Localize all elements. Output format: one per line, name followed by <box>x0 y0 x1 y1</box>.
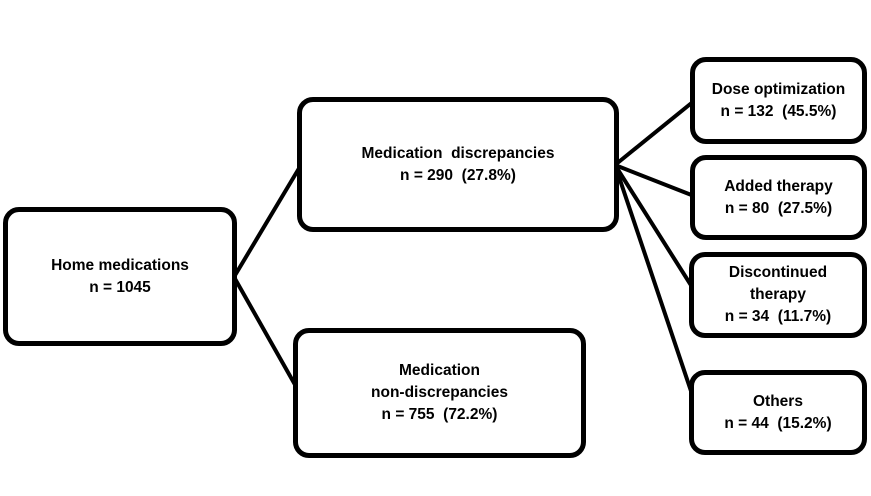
node-medication-non-discrepancies: Medication non-discrepancies n = 755 (72… <box>293 328 586 458</box>
node-medication-discrepancies: Medication discrepancies n = 290 (27.8%) <box>297 97 619 232</box>
node-discontinued-therapy: Discontinued therapy n = 34 (11.7%) <box>689 252 867 338</box>
edge-discrepancies-to-discontinued-therapy <box>613 163 696 292</box>
node-others: Others n = 44 (15.2%) <box>689 370 867 455</box>
edge-discrepancies-to-added-therapy <box>613 163 696 198</box>
edge-home-to-non-discrepancies <box>232 275 300 392</box>
edge-discrepancies-to-others <box>613 163 696 402</box>
edge-home-to-discrepancies <box>232 163 303 279</box>
node-home-medications: Home medications n = 1045 <box>3 207 237 346</box>
node-added-therapy: Added therapy n = 80 (27.5%) <box>690 155 867 240</box>
node-dose-optimization: Dose optimization n = 132 (45.5%) <box>690 57 867 144</box>
edge-discrepancies-to-dose-optimization <box>613 99 696 167</box>
